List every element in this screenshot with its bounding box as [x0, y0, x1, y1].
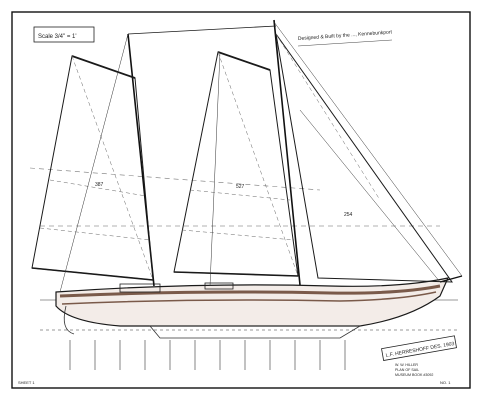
bowsprit [439, 275, 463, 283]
jib [275, 33, 453, 283]
mainsail-area-label: 527 [236, 184, 245, 190]
main-gaff [217, 51, 271, 71]
corner-note-right: NO. 1 [440, 380, 451, 385]
designer-stamp: L.F. HERRESHOFF DES. 1903 [381, 335, 457, 361]
deckhouse [119, 283, 161, 293]
mainsail [173, 51, 299, 277]
station-ticks [69, 340, 346, 370]
fore-gaff [71, 55, 136, 79]
scale-note-box: Scale 3/4" = 1' [33, 26, 95, 43]
mainmast [273, 19, 301, 286]
title-note: Designed & Built by the ..., Kennebunkpo… [298, 29, 393, 47]
scale-note: Scale 3/4" = 1' [38, 34, 76, 40]
keel [149, 325, 362, 339]
drawing-border [11, 11, 471, 389]
hull-profile [55, 275, 463, 339]
foresail-area-label: 387 [95, 182, 104, 188]
note-line-3: MUSEUM BOOK #3092 [395, 373, 433, 377]
jib-area-label: 254 [344, 212, 353, 218]
rudder [63, 305, 75, 335]
note-line-1: W. W. HILLER [395, 363, 418, 367]
sail-area-labels: 387 527 254 [95, 182, 353, 218]
reef-lines [39, 33, 381, 281]
masts [127, 19, 301, 287]
rigging [59, 21, 463, 293]
sails [31, 25, 453, 283]
title-note-text: Designed & Built by the ..., Kennebunkpo… [298, 29, 393, 42]
construction-lines [29, 167, 458, 370]
main-boom [173, 271, 299, 277]
cabin-trunk [204, 282, 234, 290]
small-notes: W. W. HILLER PLAN OF SAIL MUSEUM BOOK #3… [395, 363, 433, 377]
spring-stay [127, 25, 277, 35]
note-line-2: PLAN OF SAIL [395, 368, 419, 372]
fore-boom [31, 267, 154, 281]
corner-note-left: SHEET 1 [18, 380, 35, 385]
